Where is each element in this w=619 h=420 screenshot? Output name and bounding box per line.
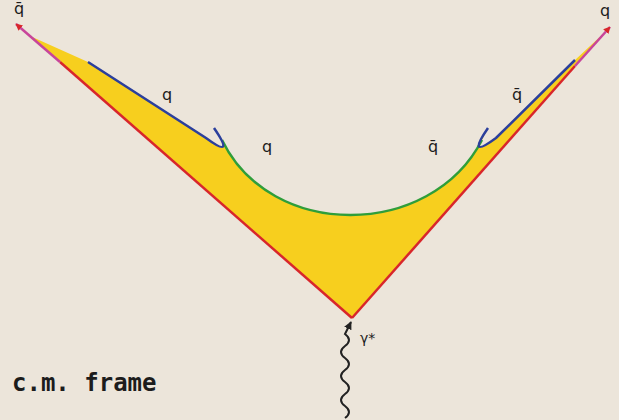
quark-label: q (262, 138, 272, 156)
color-string-region (30, 33, 604, 318)
frame-label: c.m. frame (12, 370, 157, 398)
string-segment (222, 140, 482, 215)
quark-label: q (600, 2, 610, 20)
photon-line (341, 322, 351, 418)
antiquark-label: q̄ (512, 86, 522, 104)
quark-label: q (162, 86, 172, 104)
quark-track (352, 66, 575, 318)
antiquark-line (479, 60, 575, 147)
antiquark-track (16, 24, 60, 62)
antiquark-label: q̄ (428, 138, 438, 156)
quark-track (575, 27, 610, 66)
antiquark-track (60, 62, 352, 318)
photon-label: γ* (360, 330, 375, 346)
antiquark-label: q̄ (14, 0, 24, 18)
